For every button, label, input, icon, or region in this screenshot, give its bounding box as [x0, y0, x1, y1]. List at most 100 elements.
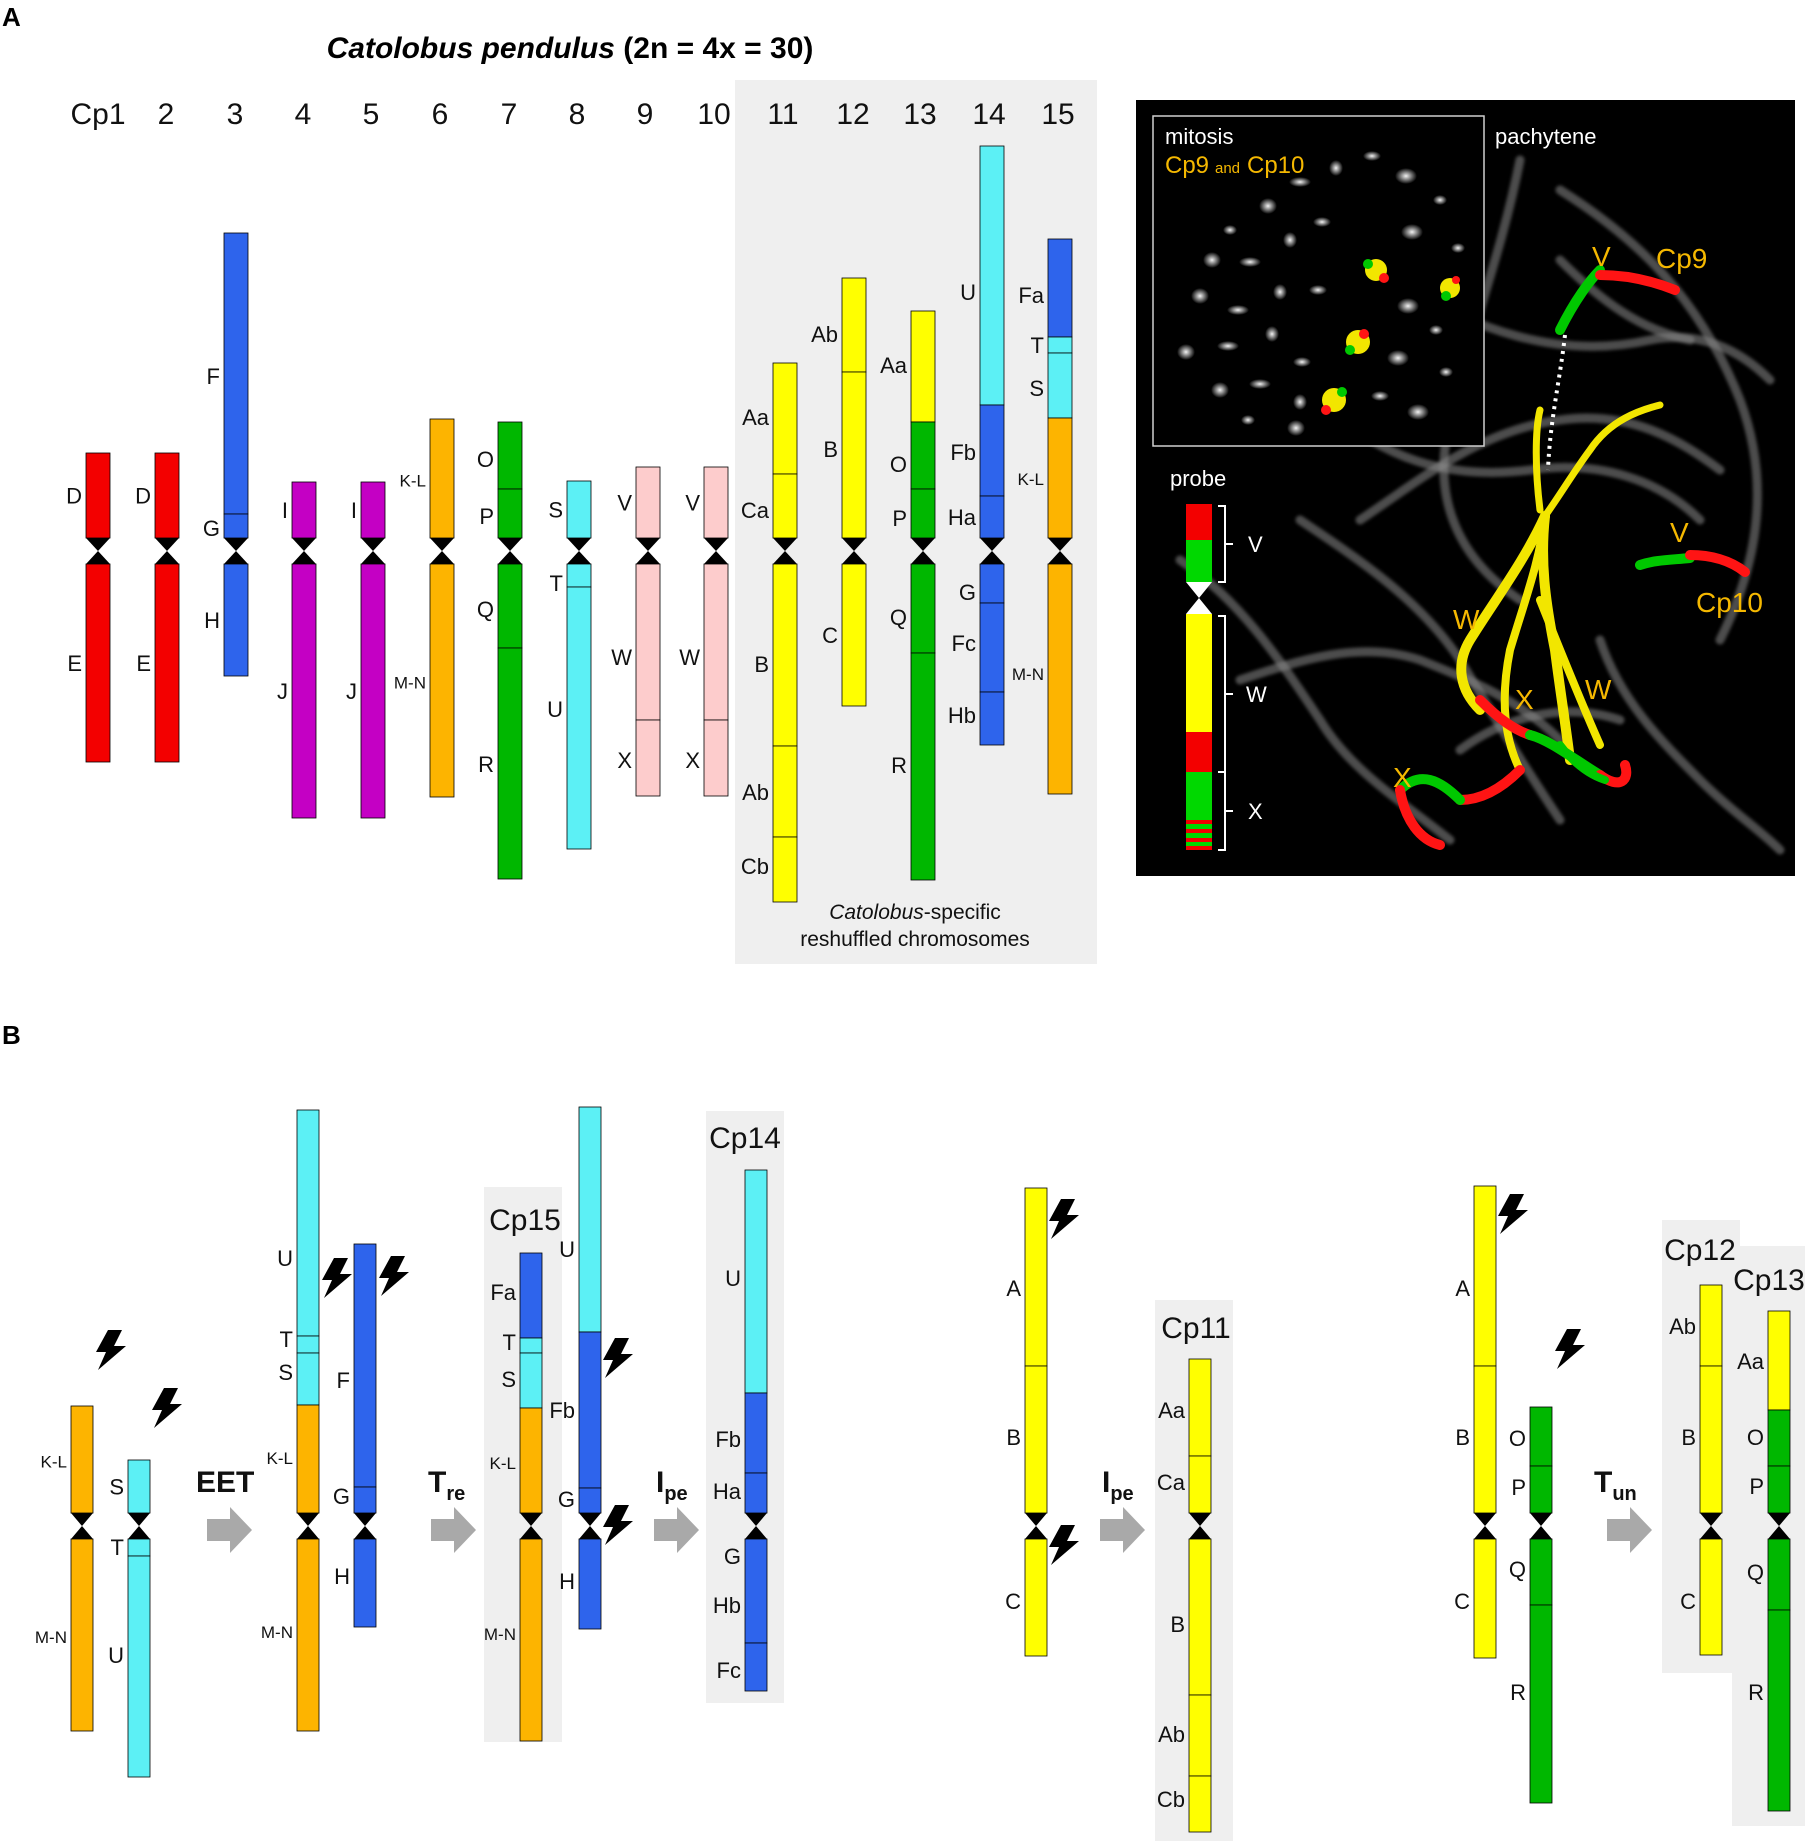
segment-label: V	[685, 491, 700, 516]
chromosome-segment	[429, 563, 455, 798]
step-arrow	[1607, 1507, 1652, 1553]
segment-label: Ca	[741, 498, 770, 523]
result-chromosome-name: Cp14	[709, 1122, 781, 1155]
chromosome-segment	[578, 1106, 602, 1333]
breakpoints	[96, 1194, 1585, 1565]
metaphase-chromosome	[1293, 357, 1311, 367]
segment-label: T	[280, 1327, 293, 1352]
centromere	[567, 551, 591, 564]
segment-label: T	[503, 1330, 516, 1355]
chromosome-segment	[1767, 1609, 1791, 1812]
probe-segment	[1186, 614, 1212, 732]
probe-signal	[1452, 276, 1460, 284]
chromosome-number: Cp1	[70, 98, 125, 131]
centromere	[980, 551, 1004, 564]
centromere	[1700, 1526, 1722, 1539]
probe-signal	[1345, 345, 1355, 355]
metaphase-chromosome	[1273, 284, 1287, 300]
probe-stripe	[1186, 838, 1212, 842]
chromosome-segment	[519, 1407, 543, 1514]
chromosome-segment	[841, 277, 867, 373]
segment-label: S	[109, 1475, 124, 1500]
chromosome-segment	[910, 488, 936, 539]
chromosome-segment	[979, 563, 1005, 604]
centromere	[128, 1526, 150, 1539]
metaphase-chromosome	[1289, 177, 1311, 187]
reshuffled-caption-line2: reshuffled chromosomes	[800, 928, 1030, 951]
segment-label: Hb	[948, 703, 976, 728]
chromosome-number: 10	[697, 98, 730, 131]
rearrangement-steps: EET Tre Ipe Ipe Tun	[196, 1466, 1652, 1553]
segment-label: U	[547, 697, 563, 722]
inset-probe-cp9: Cp9	[1165, 152, 1209, 179]
step-tre: Tre	[428, 1466, 476, 1553]
chromosome-segment	[296, 1352, 320, 1406]
chromosome-segment	[772, 362, 798, 475]
strand-label: V	[1592, 241, 1611, 272]
chromosome: DE	[135, 452, 180, 763]
breakpoint-bolt-icon	[152, 1388, 182, 1428]
segment-label: G	[333, 1484, 350, 1509]
segment-label: B	[1681, 1425, 1696, 1450]
metaphase-chromosome	[1211, 382, 1229, 398]
metaphase-chromosome	[1223, 225, 1237, 235]
segment-label: V	[617, 491, 632, 516]
segment-label: Q	[890, 605, 907, 630]
metaphase-chromosome	[1407, 404, 1429, 420]
chromosome-segment	[703, 563, 729, 721]
centromere	[71, 1526, 93, 1539]
chromosome-segment	[1767, 1409, 1791, 1467]
inset-frame	[1152, 115, 1485, 447]
segment-label: X	[617, 748, 632, 773]
metaphase-chromosome	[1293, 394, 1307, 410]
centromere	[773, 551, 797, 564]
panel-a-label: A	[2, 2, 21, 32]
chromosome-segment	[1188, 1775, 1212, 1833]
chromosome-segment	[703, 466, 729, 539]
strand-label: X	[1393, 762, 1412, 793]
result-chromosome-name: Cp12	[1664, 1234, 1736, 1267]
centromere	[224, 551, 248, 564]
segment-label: H	[559, 1569, 575, 1594]
breakpoint-bolt-icon	[603, 1505, 633, 1545]
centromere	[842, 538, 866, 551]
chromosome-segment	[635, 719, 661, 797]
step-arrow	[1100, 1507, 1145, 1553]
segment-label: M-N	[394, 674, 426, 693]
chromosome-segment	[1188, 1694, 1212, 1777]
centromere	[1025, 1513, 1047, 1526]
metaphase-chromosome	[1401, 224, 1423, 240]
segment-label: T	[111, 1535, 124, 1560]
segment-label: M-N	[484, 1625, 516, 1644]
segment-label: Fb	[549, 1398, 575, 1423]
chromosome-segment	[566, 586, 592, 850]
centromere	[704, 538, 728, 551]
segment-label: D	[135, 484, 151, 509]
metaphase-chromosome	[1287, 420, 1305, 436]
segment-label: S	[548, 498, 563, 523]
metaphase-chromosome	[1397, 298, 1419, 314]
centromere	[1768, 1526, 1790, 1539]
centromere	[1189, 1513, 1211, 1526]
chromosome-segment	[223, 563, 249, 677]
breakpoint-bolt-icon	[603, 1338, 633, 1378]
chromosome-number: 4	[295, 98, 312, 131]
step-eet: EET	[196, 1466, 254, 1553]
mitosis-inset: mitosis Cp9 and Cp10	[1152, 115, 1485, 447]
chromosome-segment	[1047, 336, 1073, 354]
chromosome-segment	[744, 1538, 768, 1644]
chromosome: STU	[547, 480, 592, 850]
probe-centromere	[1186, 598, 1212, 614]
segment-label: Ab	[742, 780, 769, 805]
probe-stripe	[1186, 846, 1212, 850]
probe-segment	[1186, 504, 1212, 540]
probe-signal	[1337, 387, 1347, 397]
segment-label: R	[1510, 1680, 1526, 1705]
probe-bracket	[1218, 771, 1233, 851]
chromosome-segment	[497, 563, 523, 649]
chromosome-segment	[1024, 1187, 1048, 1367]
